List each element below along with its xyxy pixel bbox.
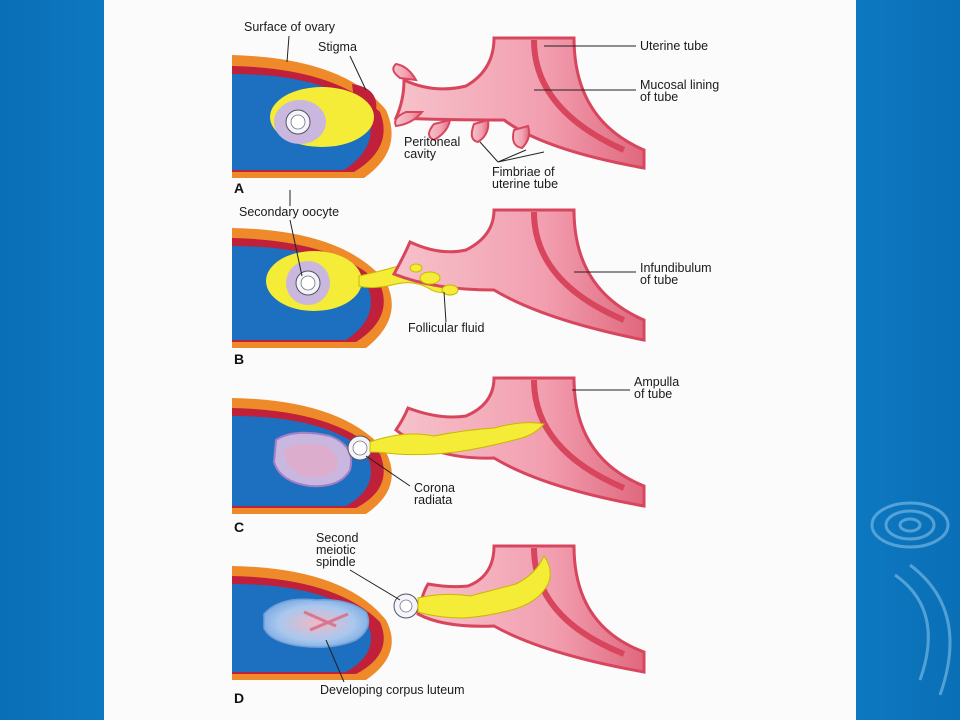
leader-corona — [365, 455, 411, 487]
oocyte-nucleus-c — [352, 440, 368, 456]
label-stigma: Stigma — [318, 40, 357, 54]
label-mucosal-lining-2: of tube — [640, 90, 678, 104]
panel-letter-a: A — [234, 180, 244, 196]
tube-inner-lining-d — [531, 547, 626, 657]
stigma-bulge — [352, 84, 377, 110]
panel-letter-d: D — [234, 690, 244, 706]
fluid-droplets-b — [409, 263, 459, 296]
label-second-1: Second — [316, 531, 358, 545]
leader-follicular-fluid — [443, 291, 447, 323]
leader-fimbriae — [479, 141, 545, 163]
panel-c: Ampulla of tube Corona radiata C — [232, 375, 679, 535]
label-mucosal-lining-1: Mucosal lining — [640, 78, 719, 92]
panel-a: Surface of ovary Stigma Uterine tube Muc… — [232, 20, 719, 196]
leader-stigma — [349, 55, 367, 91]
panel-letter-b: B — [234, 351, 244, 367]
panel-d: Second meiotic spindle Developing corpus… — [232, 531, 646, 706]
label-peritoneal-2: cavity — [404, 147, 437, 161]
fimbriae-a — [392, 62, 531, 150]
oocyte-nucleus — [290, 114, 306, 130]
corpus-luteum-streak — [303, 610, 349, 632]
label-secondary-oocyte: Secondary oocyte — [239, 205, 339, 219]
ripple-decoration — [870, 501, 952, 696]
label-fimbriae-2: uterine tube — [492, 177, 558, 191]
panel-b: Secondary oocyte Infundibulum of tube Fo… — [232, 190, 712, 367]
leader-corpus-luteum — [325, 639, 345, 683]
leader-secondary-oocyte — [289, 190, 303, 277]
label-fimbriae-1: Fimbriae of — [492, 165, 555, 179]
label-follicular-fluid: Follicular fluid — [408, 321, 484, 335]
follicle-interior-c — [284, 443, 338, 478]
label-uterine-tube: Uterine tube — [640, 39, 708, 53]
panel-letter-c: C — [234, 519, 244, 535]
ovulation-diagram: Surface of ovary Stigma Uterine tube Muc… — [232, 20, 719, 706]
second-meiotic-spindle-mark — [399, 599, 413, 613]
tube-inner-lining-b — [531, 211, 626, 323]
developing-corpus-luteum — [263, 598, 370, 648]
label-corpus-luteum: Developing corpus luteum — [320, 683, 465, 697]
tube-inner-lining-c — [531, 379, 626, 491]
label-ampulla-2: of tube — [634, 387, 672, 401]
label-second-2: meiotic — [316, 543, 356, 557]
slide-canvas: Surface of ovary Stigma Uterine tube Muc… — [104, 0, 856, 720]
label-ampulla-1: Ampulla — [634, 375, 679, 389]
tube-inner-lining-a — [531, 39, 626, 153]
label-peritoneal-1: Peritoneal — [404, 135, 460, 149]
yellow-cumulus-stream-c — [369, 422, 545, 456]
leader-surface — [286, 35, 290, 63]
leader-second-meiotic-spindle — [349, 569, 401, 601]
label-infundibulum-2: of tube — [640, 273, 678, 287]
oocyte-nucleus-b — [300, 275, 316, 291]
yellow-cumulus-stream-d — [417, 554, 551, 619]
label-corona-1: Corona — [414, 481, 455, 495]
label-surface-of-ovary: Surface of ovary — [244, 20, 336, 34]
label-corona-2: radiata — [414, 493, 452, 507]
ampulla-tube — [393, 376, 646, 508]
label-second-3: spindle — [316, 555, 356, 569]
label-infundibulum-1: Infundibulum — [640, 261, 712, 275]
uterine-tube-a — [393, 36, 646, 170]
tube-d — [416, 544, 646, 674]
